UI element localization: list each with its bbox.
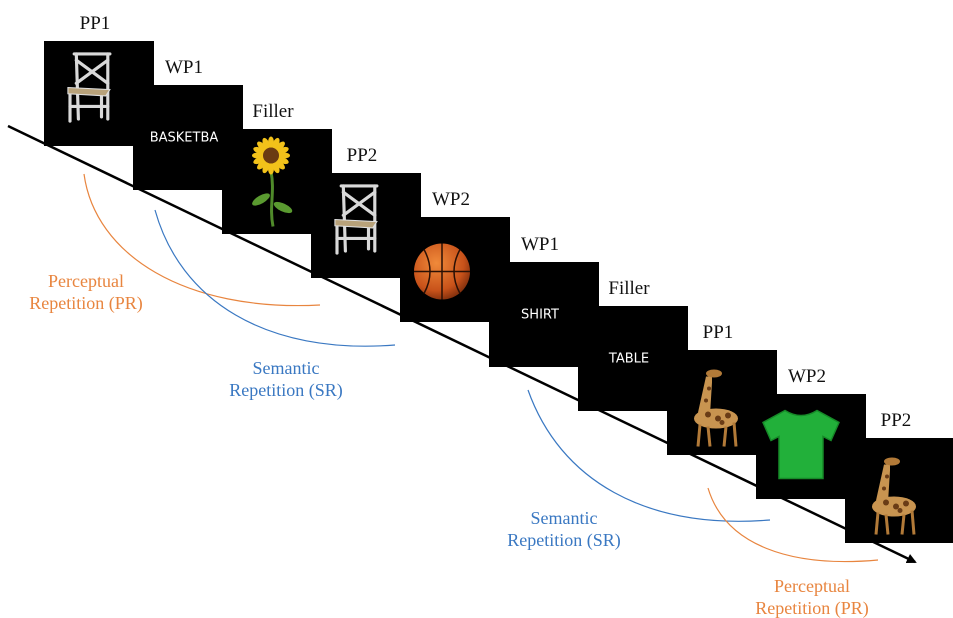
basketball-icon bbox=[414, 243, 470, 300]
trial-label: PP1 bbox=[80, 13, 111, 34]
semantic-repetition-arc bbox=[154, 209, 396, 347]
semantic-repetition-arc bbox=[527, 389, 771, 522]
perceptual-repetition-arc bbox=[707, 487, 879, 563]
trial-label: WP1 bbox=[521, 234, 559, 255]
stimulus-word: TABLE bbox=[608, 352, 649, 367]
perceptual-repetition-arc bbox=[83, 173, 321, 307]
stimulus-word: SHIRT bbox=[521, 308, 559, 323]
trial-label: WP1 bbox=[165, 57, 203, 78]
trial-screen: WP2 bbox=[756, 366, 866, 499]
tshirt-icon bbox=[762, 409, 840, 480]
trial-label: Filler bbox=[252, 101, 294, 122]
trial-label: PP1 bbox=[703, 322, 734, 343]
trial-label: WP2 bbox=[788, 366, 826, 387]
stimulus-word: BASKETBA bbox=[150, 131, 219, 146]
trial-label: PP2 bbox=[881, 410, 912, 431]
trial-label: PP2 bbox=[347, 145, 378, 166]
trial-label: Filler bbox=[608, 278, 650, 299]
trial-label: WP2 bbox=[432, 189, 470, 210]
trial-screen: PP2 bbox=[845, 410, 953, 543]
sunflower-icon bbox=[252, 136, 293, 227]
